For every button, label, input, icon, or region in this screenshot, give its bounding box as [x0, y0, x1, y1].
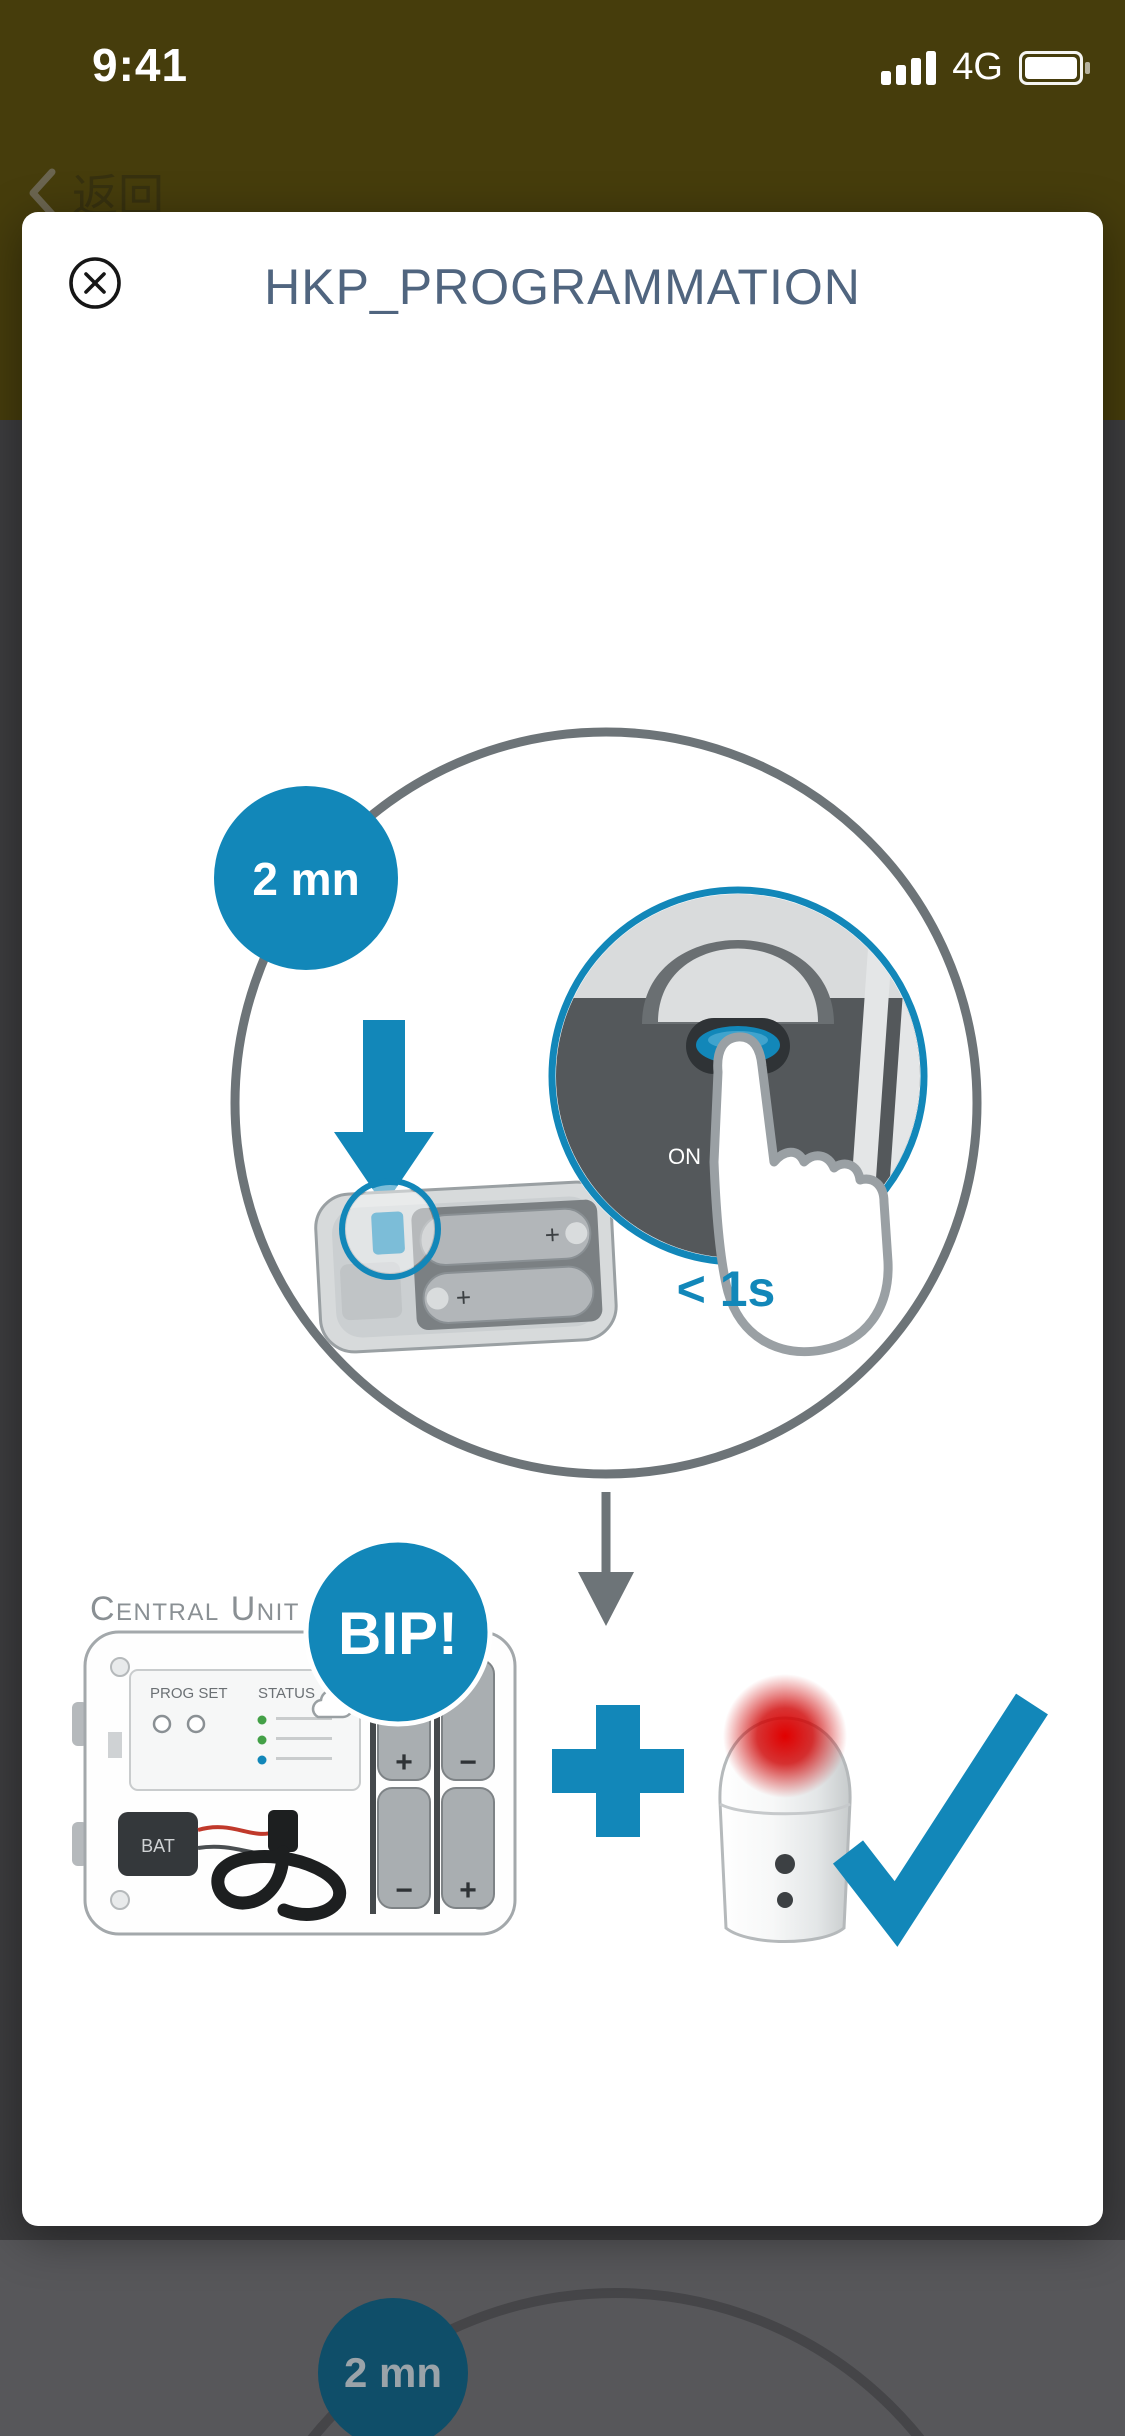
battery-sign: +	[395, 1746, 413, 1779]
duration-badge-label: 2 mn	[252, 853, 359, 905]
status-time: 9:41	[92, 39, 189, 91]
blue-down-arrow-icon	[334, 1020, 434, 1206]
chevron-left-icon	[29, 168, 56, 218]
status-led-green	[257, 1735, 267, 1745]
beep-badge: BIP!	[303, 1537, 493, 1727]
battery-plus-mark: +	[544, 1219, 561, 1250]
modal-card: HKP_PROGRAMMATION	[22, 212, 1103, 2226]
battery-sign: −	[459, 1746, 477, 1779]
instruction-diagram: 2 mn + +	[72, 727, 1048, 1947]
red-alert-light	[723, 1674, 847, 1798]
usb-port	[108, 1732, 122, 1758]
network-type-label: 4G	[952, 46, 1003, 88]
battery-plus-mark: +	[455, 1282, 472, 1313]
button-highlight-fill	[346, 1185, 434, 1273]
modal-title: HKP_PROGRAMMATION	[264, 259, 861, 315]
battery-sign: +	[459, 1874, 477, 1907]
battery-icon	[1019, 50, 1090, 85]
power-cable	[211, 1845, 346, 1921]
plus-icon	[552, 1705, 684, 1837]
battery-sign: −	[395, 1874, 413, 1907]
battery-tip	[1085, 61, 1090, 74]
duration-badge: 2 mn	[214, 786, 398, 970]
status-icons: 4G	[881, 46, 1090, 89]
bat-label: BAT	[141, 1836, 175, 1856]
step-circle-outline	[230, 727, 982, 1479]
beep-badge-label: BIP!	[338, 1600, 458, 1667]
status-label: STATUS	[258, 1685, 315, 1702]
close-circle-icon	[69, 257, 121, 309]
bat-module	[118, 1812, 198, 1876]
status-led-blue	[257, 1755, 267, 1765]
battery-fill	[1025, 56, 1077, 79]
dimmed-background-content: 2 mn	[0, 2240, 1125, 2436]
background-duration-badge: 2 mn	[318, 2298, 468, 2436]
siren-device	[718, 1674, 852, 1943]
status-bar: 9:41 4G	[0, 0, 1125, 132]
power-plug	[268, 1810, 298, 1852]
programming-button-small	[371, 1211, 405, 1255]
keypad-battery-compartment: + +	[314, 1180, 618, 1354]
status-led-green	[257, 1715, 267, 1725]
gray-down-arrow-icon	[578, 1492, 634, 1626]
press-duration-label: < 1s	[677, 1261, 776, 1317]
button-highlight-circle	[339, 1178, 441, 1280]
central-unit-label: Central Unit	[90, 1590, 300, 1628]
on-label: ON	[668, 1144, 701, 1169]
close-button[interactable]	[66, 254, 124, 312]
signal-bars-icon	[881, 50, 937, 85]
checkmark-icon	[832, 1693, 1048, 1947]
pointing-hand-icon	[709, 1032, 893, 1357]
prog-set-label: PROG SET	[150, 1685, 228, 1702]
